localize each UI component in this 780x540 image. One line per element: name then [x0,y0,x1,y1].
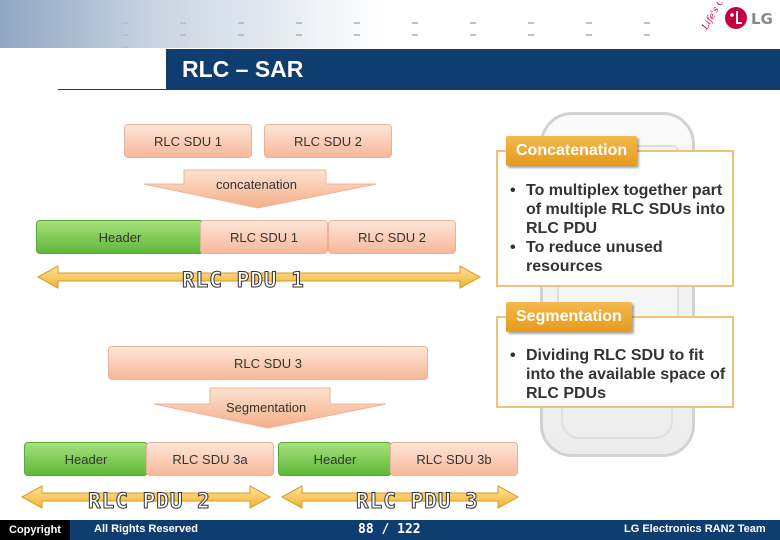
header-band [0,0,700,48]
segmentation-bullet-1: Dividing RLC SDU to fit into the availab… [508,346,732,403]
pdu2-rlc-sdu-3a: RLC SDU 3a [146,442,274,476]
rlc-pdu-2-label: RLC PDU 2 [88,489,211,514]
rlc-sdu-3-input: RLC SDU 3 [108,346,428,380]
segmentation-funnel-icon [153,387,387,429]
rlc-pdu-3-label: RLC PDU 3 [356,489,479,514]
pdu1-span-arrow-icon [36,265,482,289]
lg-logo-icon: Life's Good LG [700,2,773,33]
title-rule [58,89,166,90]
footer-copyright: Copyright [0,520,70,540]
concatenation-label: concatenation [216,177,297,192]
pdu2-span-arrow-icon [20,485,272,509]
concatenation-bullet-1: To multiplex together part of multiple R… [508,181,732,238]
page-title: RLC – SAR [182,56,304,82]
pdu2-header: Header [24,442,148,476]
concatenation-heading: Concatenation [506,136,638,166]
footer-team: LG Electronics RAN2 Team [624,523,766,535]
pdu3-span-arrow-icon [280,485,520,509]
segmentation-heading: Segmentation [506,302,632,332]
concatenation-funnel-icon [143,169,377,209]
rlc-sdu-1-input: RLC SDU 1 [124,124,252,158]
rlc-sdu-2-input: RLC SDU 2 [264,124,392,158]
rlc-pdu-1-label: RLC PDU 1 [182,268,305,293]
concatenation-bullet-2: To reduce unused resources [508,238,732,276]
pdu3-header: Header [278,442,392,476]
svg-text:LG: LG [751,10,773,28]
footer-bar [0,520,780,540]
concatenation-bullets: To multiplex together part of multiple R… [508,181,732,276]
pdu3-rlc-sdu-3b: RLC SDU 3b [390,442,518,476]
pdu1-rlc-sdu-2: RLC SDU 2 [328,220,456,254]
pdu1-header: Header [36,220,204,254]
segmentation-label: Segmentation [226,400,307,415]
footer-page-number: 88 / 122 [358,522,421,537]
title-bar [166,49,780,90]
footer-rights: All Rights Reserved [94,523,198,535]
segmentation-bullets: Dividing RLC SDU to fit into the availab… [508,346,732,403]
pdu1-rlc-sdu-1: RLC SDU 1 [200,220,328,254]
